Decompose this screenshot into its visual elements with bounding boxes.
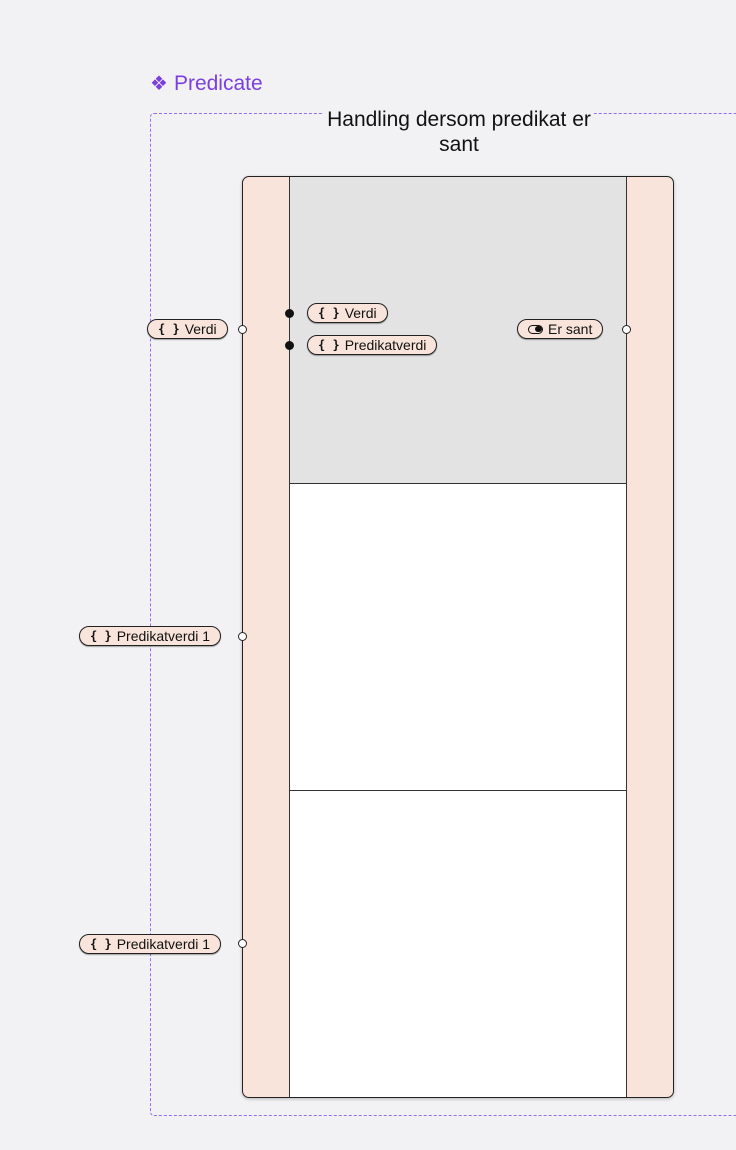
output-pill-er-sant[interactable]: Er sant [517,319,604,339]
value-icon: { } [90,937,112,951]
input-pill-verdi[interactable]: { } Verdi [147,319,228,339]
frame-title: Handling dersom predikat er sant [324,107,594,157]
toggle-icon [528,324,543,334]
input-label: Predikatverdi 1 [116,936,211,952]
inner-port[interactable] [285,341,294,350]
inner-input-label: Verdi [344,305,377,321]
inner-pill-verdi[interactable]: { } Verdi [307,303,388,323]
inner-input-label: Predikatverdi [344,337,427,353]
output-label: Er sant [548,321,593,337]
value-icon: { } [318,338,340,352]
input-pill-predikatverdi-1b[interactable]: { } Predikatverdi 1 [79,934,222,954]
input-port[interactable] [238,939,247,948]
value-icon: { } [90,629,112,643]
value-icon: { } [158,322,180,336]
input-port[interactable] [238,632,247,641]
input-port[interactable] [238,325,247,334]
input-pill-predikatverdi-1[interactable]: { } Predikatverdi 1 [79,626,222,646]
slot-3[interactable] [290,791,626,1097]
frame-label[interactable]: ❖ Predicate [150,72,263,96]
output-port[interactable] [622,325,631,334]
value-icon: { } [318,306,340,320]
frame-label-text: Predicate [173,72,263,95]
inner-port[interactable] [285,309,294,318]
input-label: Verdi [184,321,217,337]
component-diamond-icon: ❖ [150,73,168,95]
input-label: Predikatverdi 1 [116,628,211,644]
inner-pill-predikatverdi[interactable]: { } Predikatverdi [307,335,438,355]
slot-2[interactable] [290,484,626,791]
